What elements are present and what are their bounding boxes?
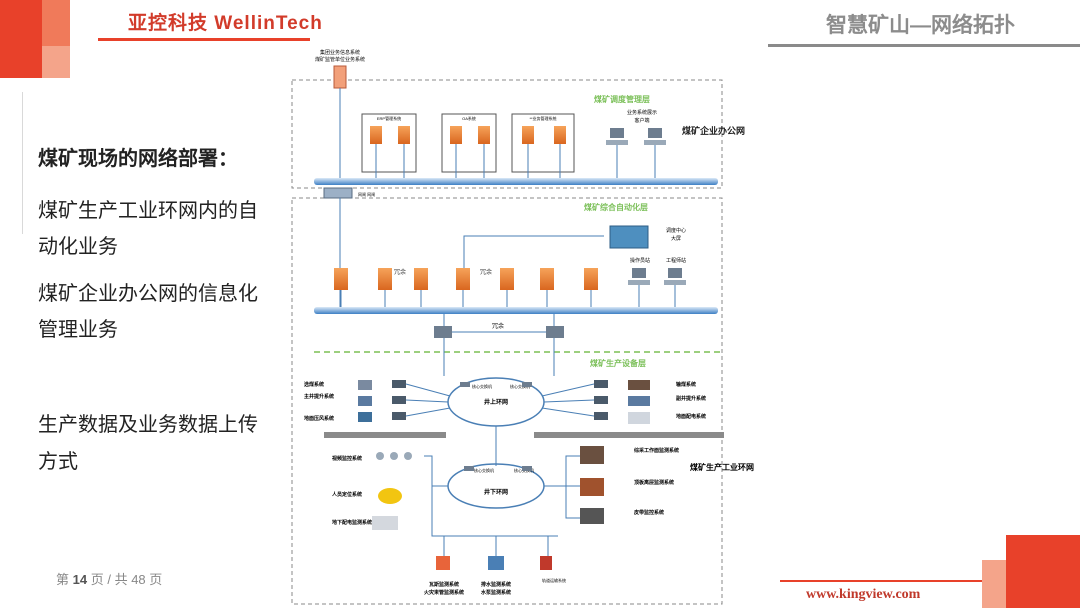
svg-text:排水监测系统: 排水监测系统	[481, 581, 511, 588]
svg-text:人员定位系统: 人员定位系统	[331, 491, 362, 498]
svg-text:客户端: 客户端	[634, 117, 649, 124]
page-title: 智慧矿山—网络拓扑	[826, 14, 1015, 37]
footer-rule	[780, 580, 1000, 582]
svg-text:轨道运输系统: 轨道运输系统	[542, 577, 566, 583]
gateway-icon	[323, 187, 353, 199]
svg-text:核心交换机: 核心交换机	[474, 467, 494, 473]
svg-text:**业务管理系统: **业务管理系统	[529, 115, 556, 121]
bullet-text: 煤矿生产工业环网内的自	[38, 200, 258, 222]
bullet-text: 管理业务	[38, 319, 118, 341]
client-pcs: 业务系统展示 客户端	[606, 109, 666, 178]
company-logo: 亚控科技 WellinTech	[128, 13, 323, 34]
corner-decoration	[982, 560, 1006, 608]
title-rule	[768, 44, 1080, 47]
ground-surface	[534, 432, 724, 438]
svg-text:业务系统展示: 业务系统展示	[627, 109, 657, 116]
power-cabinet-icon	[372, 516, 398, 530]
corner-decoration	[42, 0, 70, 46]
svg-text:工程师站: 工程师站	[666, 257, 686, 264]
link	[463, 235, 604, 272]
bullet-text: 煤矿企业办公网的信息化	[38, 283, 258, 305]
svg-text:顶板离层监测系统: 顶板离层监测系统	[634, 479, 674, 486]
corner-decoration	[1006, 535, 1080, 608]
website-link[interactable]: www.kingview.com	[806, 587, 921, 602]
network-topology-diagram: 集团业务信息系统 煤矿监管单位业务系统 煤矿调度管理层 煤矿企业办公网 ERP管…	[291, 49, 754, 605]
svg-text:主井提升系统: 主井提升系统	[304, 393, 334, 400]
svg-text:输煤系统: 输煤系统	[676, 381, 696, 388]
svg-text:火灾束管监测系统: 火灾束管监测系统	[424, 589, 464, 596]
redundant-label: 冗余	[394, 268, 406, 276]
corner-decoration	[0, 0, 42, 78]
label: 集团业务信息系统	[320, 49, 360, 56]
dispatch-layer-box	[291, 79, 723, 189]
gas-monitor-icon	[436, 556, 450, 570]
svg-text:大屏: 大屏	[671, 235, 681, 242]
layer-label: 煤矿调度管理层	[594, 94, 650, 104]
bullet-text: 方式	[38, 451, 78, 473]
svg-text:瓦斯监测系统: 瓦斯监测系统	[429, 581, 459, 588]
svg-text:地下配电监测系统: 地下配电监测系统	[332, 519, 372, 526]
svg-text:井上环网: 井上环网	[484, 398, 508, 406]
svg-text:调度中心: 调度中心	[666, 227, 686, 234]
roof-image	[580, 478, 604, 496]
dispatch-screen-icon	[609, 225, 649, 249]
firewall-icon	[333, 65, 347, 89]
svg-text:地面压风系统: 地面压风系统	[304, 415, 334, 422]
redundant-label: 冗余	[480, 268, 492, 276]
io-server-icon	[546, 326, 564, 338]
corner-decoration	[42, 46, 70, 78]
label: 网闸 网闸	[358, 191, 375, 197]
layer-label: 煤矿综合自动化层	[584, 202, 648, 212]
automation-servers	[334, 268, 598, 290]
svg-text:皮带监控系统: 皮带监控系统	[633, 509, 664, 516]
svg-text:核心交换机: 核心交换机	[510, 383, 530, 389]
side-divider	[0, 92, 23, 234]
pump-icon	[488, 556, 504, 570]
bullet-text: 动化业务	[38, 236, 118, 258]
section-heading: 煤矿现场的网络部署：	[38, 148, 238, 170]
label: 煤矿监管单位业务系统	[315, 56, 365, 63]
svg-text:OA系统: OA系统	[462, 115, 476, 121]
svg-text:地面配电系统: 地面配电系统	[676, 413, 706, 420]
office-network-label: 煤矿企业办公网	[682, 125, 745, 136]
svg-text:操作员站: 操作员站	[630, 257, 650, 264]
automation-bus	[314, 307, 718, 314]
svg-text:核心交换机: 核心交换机	[472, 383, 492, 389]
oa-server-group: OA系统	[441, 113, 497, 173]
svg-text:井下环网: 井下环网	[484, 488, 508, 496]
svg-text:选煤系统: 选煤系统	[304, 381, 324, 388]
page-indicator: 第 14 页 / 共 48 页	[56, 572, 163, 587]
helmet-icon	[378, 488, 402, 504]
header-rule	[98, 38, 310, 41]
automation-layer-box	[291, 197, 723, 605]
svg-text:综采工作面监测系统: 综采工作面监测系统	[634, 447, 679, 454]
industrial-network-label: 煤矿生产工业环网	[690, 462, 754, 472]
office-bus	[314, 178, 718, 185]
layer-label: 煤矿生产设备层	[590, 358, 646, 368]
redundant-label: 冗余	[492, 322, 504, 330]
svg-text:水泵监测系统: 水泵监测系统	[480, 589, 511, 596]
working-face-image	[580, 446, 604, 464]
track-icon	[540, 556, 552, 570]
io-server-icon	[434, 326, 452, 338]
bullet-text: 生产数据及业务数据上传	[38, 414, 258, 436]
belt-image	[580, 508, 604, 524]
ground-surface	[324, 432, 446, 438]
svg-text:视频监控系统: 视频监控系统	[332, 455, 362, 462]
biz-server-group: **业务管理系统	[511, 113, 575, 173]
svg-text:ERP管理系统: ERP管理系统	[377, 115, 401, 121]
svg-text:副井提升系统: 副井提升系统	[676, 395, 706, 402]
erp-server-group: ERP管理系统	[361, 113, 417, 173]
